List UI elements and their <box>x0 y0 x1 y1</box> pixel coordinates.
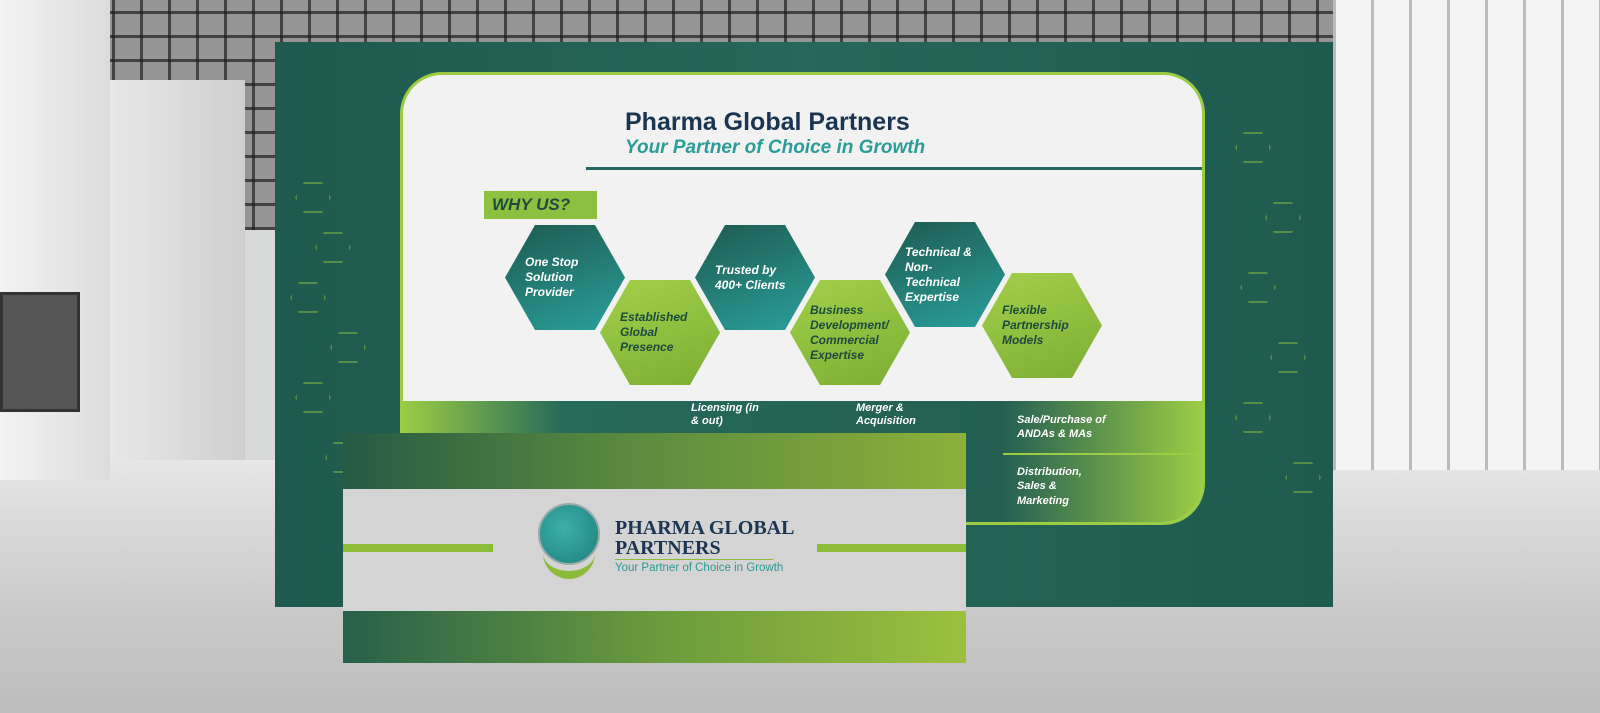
service-merger: Merger & Acquisition <box>856 402 916 428</box>
why-us-badge: WHY US? <box>484 191 597 219</box>
hexagon-flexible: Flexible Partnership Models <box>982 273 1102 378</box>
logo-name-line2: PARTNERS <box>615 537 721 559</box>
title-divider <box>586 167 1202 170</box>
hexagon-global-presence: Established Global Presence <box>600 280 720 385</box>
service-sale-purchase: Sale/Purchase of ANDAs & MAs <box>1017 414 1106 441</box>
hexagon-technical: Technical & Non-Technical Expertise <box>885 222 1005 327</box>
logo-tagline: Your Partner of Choice in Growth <box>615 562 784 574</box>
hall-window <box>0 292 80 412</box>
desk-bottom-band <box>343 611 966 663</box>
service-divider <box>1003 453 1202 455</box>
logo-name-line1: PHARMA GLOBAL <box>615 517 795 539</box>
desk-stripe <box>343 544 493 552</box>
hexagon-one-stop: One Stop Solution Provider <box>505 225 625 330</box>
logo-divider <box>615 559 773 560</box>
hexagon-business-development: Business Development/ Commercial Experti… <box>790 280 910 385</box>
hall-windows <box>1333 0 1600 470</box>
reception-desk: PHARMA GLOBAL PARTNERS Your Partner of C… <box>343 433 966 663</box>
desk-stripe <box>817 544 966 552</box>
service-distribution: Distribution, Sales & Marketing <box>1017 466 1082 507</box>
hall-wall <box>110 80 245 460</box>
leaf-logo-icon <box>543 551 595 579</box>
service-licensing: Licensing (in & out) <box>691 402 759 428</box>
hexagon-trusted: Trusted by 400+ Clients <box>695 225 815 330</box>
backdrop-subtitle: Your Partner of Choice in Growth <box>625 137 926 158</box>
backdrop-title: Pharma Global Partners <box>625 108 910 136</box>
desk-top-band <box>343 433 966 489</box>
